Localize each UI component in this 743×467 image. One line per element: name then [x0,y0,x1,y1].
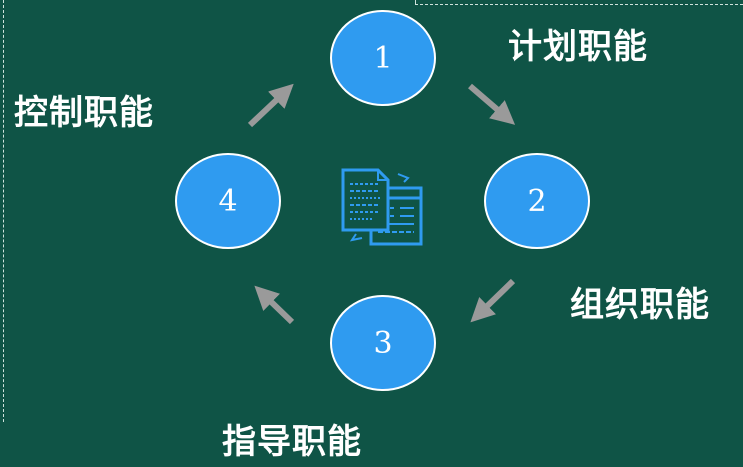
dashed-frame-left [3,0,4,422]
node-1: 1 [330,10,436,106]
arrow-2-to-3 [470,278,516,323]
node-4: 4 [175,153,281,249]
label-directing: 指导职能 [222,422,362,462]
node-2-number: 2 [527,183,547,219]
label-planning: 计划职能 [508,27,648,67]
arrow-4-to-1 [247,83,294,128]
node-2: 2 [484,153,590,249]
node-1-number: 1 [373,40,393,76]
dashed-frame-top [415,4,743,5]
node-4-number: 4 [218,183,238,219]
dashed-frame-corner [415,0,416,5]
arrow-3-to-4 [254,285,295,325]
label-organizing: 组织职能 [570,285,710,325]
node-3: 3 [330,295,436,391]
label-controlling: 控制职能 [14,93,154,133]
node-3-number: 3 [373,325,393,361]
arrow-1-to-2 [468,83,516,125]
document-transfer-icon [341,168,423,246]
